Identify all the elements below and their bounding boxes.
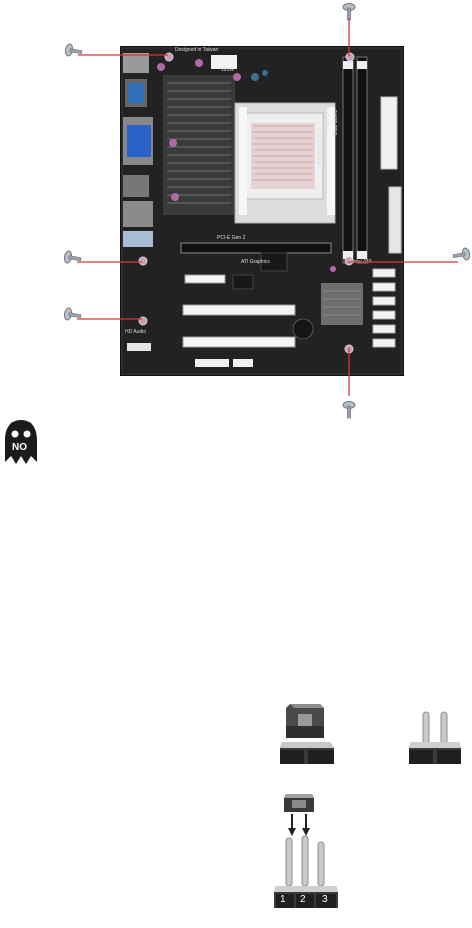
cpu-socket	[234, 102, 336, 224]
motherboard-graphic	[123, 52, 402, 367]
front-usb-header	[195, 359, 229, 367]
usb-ports	[123, 175, 149, 197]
pcb-label-watts: 125W	[221, 67, 235, 73]
pcb-label-designed: Designed in Taiwan	[175, 47, 219, 53]
lan-port	[123, 201, 153, 227]
pin-label-1: 1	[280, 894, 286, 905]
screw-bottom	[342, 348, 356, 419]
ghost-no-label: NO	[12, 442, 27, 453]
front-panel-header	[233, 359, 253, 367]
atx-power-connector	[380, 96, 398, 170]
motherboard-image: Designed in Taiwan 125W PCI-E Gen 2 ATI …	[120, 46, 404, 376]
screw-top-left	[64, 42, 168, 59]
serial-connector	[128, 83, 144, 103]
screw-mid-left	[63, 249, 142, 266]
jumper-3pin-icon	[274, 794, 338, 908]
io-chip	[260, 252, 288, 272]
pci-slot-1	[182, 304, 296, 316]
pcb-label-audio: HD Audio	[125, 329, 147, 335]
pin-label-3: 3	[322, 894, 328, 905]
capacitors	[157, 59, 336, 272]
pci-slot-2	[182, 336, 296, 348]
screw-top-right	[342, 3, 356, 56]
ghost-icon	[5, 420, 37, 464]
lan-chip	[232, 274, 254, 290]
vga-port	[127, 125, 151, 157]
jumper-open-icon	[409, 711, 461, 764]
sata-ports	[372, 268, 396, 348]
pcie-x16-slot	[180, 242, 332, 254]
screw-mid-right	[348, 246, 471, 263]
screw-lower-left	[63, 306, 142, 323]
audio-jacks	[123, 231, 153, 247]
front-audio-header	[127, 343, 151, 351]
pin-label-2: 2	[300, 894, 306, 905]
ide-connector	[388, 186, 402, 254]
ps2-port	[123, 53, 149, 73]
pcb-label-graphics: ATI Graphics	[241, 259, 270, 265]
jumper-open-illustration	[407, 708, 463, 772]
southbridge-heatsink	[321, 283, 363, 325]
atx12v-connector	[211, 55, 237, 69]
pcie-x1-slot	[184, 274, 226, 284]
jumper-3pin-illustration: 1 2 3	[272, 790, 342, 910]
cmos-battery	[292, 318, 314, 340]
jumper-closed-icon	[280, 704, 334, 764]
pcb-label-pcie: PCI-E Gen 2	[217, 235, 246, 241]
jumper-closed-illustration	[278, 698, 336, 770]
ghost-no-icon: NO	[2, 418, 40, 470]
